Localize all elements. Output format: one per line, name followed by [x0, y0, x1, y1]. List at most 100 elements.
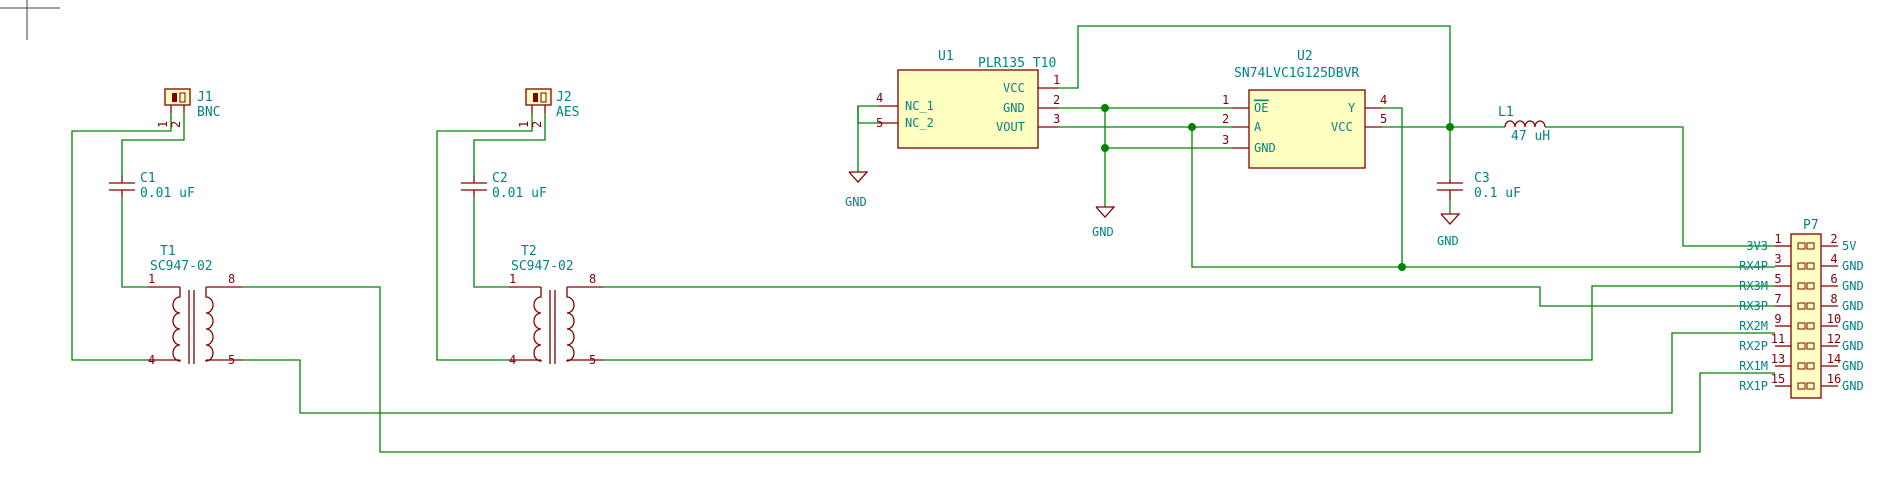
p7-pin-pad — [1806, 322, 1815, 330]
p7-pin-num: 15 — [1771, 372, 1785, 386]
c1-value: 0.01 uF — [140, 186, 195, 201]
t1-value: SC947-02 — [150, 259, 213, 274]
p7-body — [1790, 233, 1822, 399]
p7-pin-label: RX3M — [1739, 279, 1768, 293]
ground-icon — [1440, 213, 1461, 225]
p7-pin-label: RX1M — [1739, 359, 1768, 373]
capacitor-c2[interactable]: C2 0.01 uF — [461, 171, 547, 201]
p7-pin-num: 2 — [1830, 232, 1837, 246]
junction-dot — [1101, 104, 1109, 112]
p7-pin-label: RX2P — [1739, 339, 1768, 353]
transformer-t1[interactable]: T1 SC947-02 1 8 4 5 — [148, 244, 242, 367]
p7-pin-label: GND — [1842, 379, 1864, 393]
c3-ref: C3 — [1474, 171, 1490, 186]
t2-primary-coil — [533, 287, 542, 362]
u2-pin-name-y: Y — [1348, 101, 1356, 115]
inductor-l1[interactable]: L1 47 uH — [1498, 105, 1550, 144]
u1-pin-4: 4 — [876, 91, 883, 105]
p7-pin-label: GND — [1842, 259, 1864, 273]
j1-body — [164, 88, 191, 106]
p7-pin-num: 11 — [1771, 332, 1785, 346]
l1-ref: L1 — [1498, 105, 1514, 120]
wires — [71, 25, 1775, 453]
p7-pin-pad — [1806, 282, 1815, 290]
c2-ref: C2 — [492, 171, 508, 186]
header-p7[interactable]: P7 13V33RX4P5RX3M7RX3P9RX2M11RX2P13RX1M1… — [1739, 218, 1864, 399]
u1-pin-name-nc1: NC_1 — [905, 99, 934, 113]
p7-pin-pad — [1797, 282, 1806, 290]
j2-value: AES — [556, 105, 579, 120]
junctions — [1101, 104, 1454, 271]
gnd-symbol-2: GND — [1092, 206, 1116, 239]
junction-dot — [1446, 123, 1454, 131]
p7-pin-pad — [1806, 382, 1815, 390]
junction-dot — [1398, 263, 1406, 271]
u1-value: PLR135 T10 — [978, 56, 1056, 71]
t1-pin-5: 5 — [228, 353, 235, 367]
j1-pin-1: 1 — [156, 121, 170, 128]
p7-pin-pad — [1806, 302, 1815, 310]
u1-pin-name-nc2: NC_2 — [905, 116, 934, 130]
j2-pin-pad — [540, 92, 547, 103]
p7-pin-label: RX2M — [1739, 319, 1768, 333]
j2-ref: J2 — [556, 90, 572, 105]
t2-ref: T2 — [521, 244, 537, 259]
u2-body — [1248, 89, 1366, 169]
j1-pin-pad — [179, 92, 186, 103]
t2-pin-1: 1 — [509, 272, 516, 286]
p7-pin-label: RX1P — [1739, 379, 1768, 393]
transformer-t2[interactable]: T2 SC947-02 1 8 4 5 — [509, 244, 603, 367]
j1-pin-pad — [172, 93, 177, 102]
p7-ref: P7 — [1803, 218, 1819, 233]
p7-pin-num: 5 — [1774, 272, 1781, 286]
p7-pin-pad — [1797, 242, 1806, 250]
connector-j2[interactable]: 1 2 J2 AES — [517, 88, 579, 128]
c2-value: 0.01 uF — [492, 186, 547, 201]
capacitor-c1[interactable]: C1 0.01 uF — [109, 171, 195, 201]
connector-j1[interactable]: 1 2 J1 BNC — [156, 88, 220, 128]
p7-pin-pad — [1806, 342, 1815, 350]
t1-secondary-coil — [205, 287, 214, 362]
p7-pin-pad — [1797, 322, 1806, 330]
u1-pin-name-gnd: GND — [1003, 101, 1025, 115]
p7-pin-pad — [1806, 242, 1815, 250]
t2-pin-5: 5 — [589, 353, 596, 367]
t1-ref: T1 — [160, 244, 176, 259]
p7-pin-pad — [1797, 382, 1806, 390]
p7-left-pins: 13V33RX4P5RX3M7RX3P9RX2M11RX2P13RX1M15RX… — [1739, 232, 1806, 393]
p7-pin-num: 8 — [1830, 292, 1837, 306]
junction-dot — [1188, 123, 1196, 131]
u2-pin-name-a: A — [1254, 120, 1262, 134]
ground-icon — [848, 171, 869, 183]
t1-pin-8: 8 — [228, 272, 235, 286]
j2-pin-pad — [533, 93, 538, 102]
u1-pin-2: 2 — [1053, 93, 1060, 107]
p7-pin-label: RX4P — [1739, 259, 1768, 273]
p7-pin-label: GND — [1842, 279, 1864, 293]
p7-pin-num: 13 — [1771, 352, 1785, 366]
p7-pin-label: GND — [1842, 359, 1864, 373]
u1-pin-3: 3 — [1053, 112, 1060, 126]
capacitor-c3[interactable]: C3 0.1 uF — [1437, 171, 1521, 201]
u1-pin-1: 1 — [1053, 73, 1060, 87]
p7-pin-num: 14 — [1827, 352, 1841, 366]
ic-u1[interactable]: U1 PLR135 T10 4 5 NC_1 NC_2 1 2 3 VCC GN… — [876, 49, 1060, 149]
crosshair-cursor — [0, 0, 60, 40]
p7-pin-label: 5V — [1842, 239, 1856, 253]
u2-pin-name-gnd: GND — [1254, 141, 1276, 155]
t2-pin-8: 8 — [589, 272, 596, 286]
p7-pin-pad — [1806, 362, 1815, 370]
j2-pin-2: 2 — [530, 121, 544, 128]
p7-pin-label: GND — [1842, 339, 1864, 353]
t1-pin-1: 1 — [148, 272, 155, 286]
ic-u2[interactable]: U2 SN74LVC1G125DBVR 1 2 3 OE A GND 4 5 Y… — [1222, 49, 1387, 169]
p7-pin-pad — [1797, 262, 1806, 270]
p7-pin-num: 9 — [1774, 312, 1781, 326]
t2-pin-4: 4 — [509, 353, 516, 367]
u2-value: SN74LVC1G125DBVR — [1234, 66, 1359, 81]
p7-pin-pad — [1797, 302, 1806, 310]
p7-pin-num: 1 — [1774, 232, 1781, 246]
u2-pin-1: 1 — [1222, 93, 1229, 107]
u2-pin-name-oe: OE — [1254, 101, 1268, 115]
